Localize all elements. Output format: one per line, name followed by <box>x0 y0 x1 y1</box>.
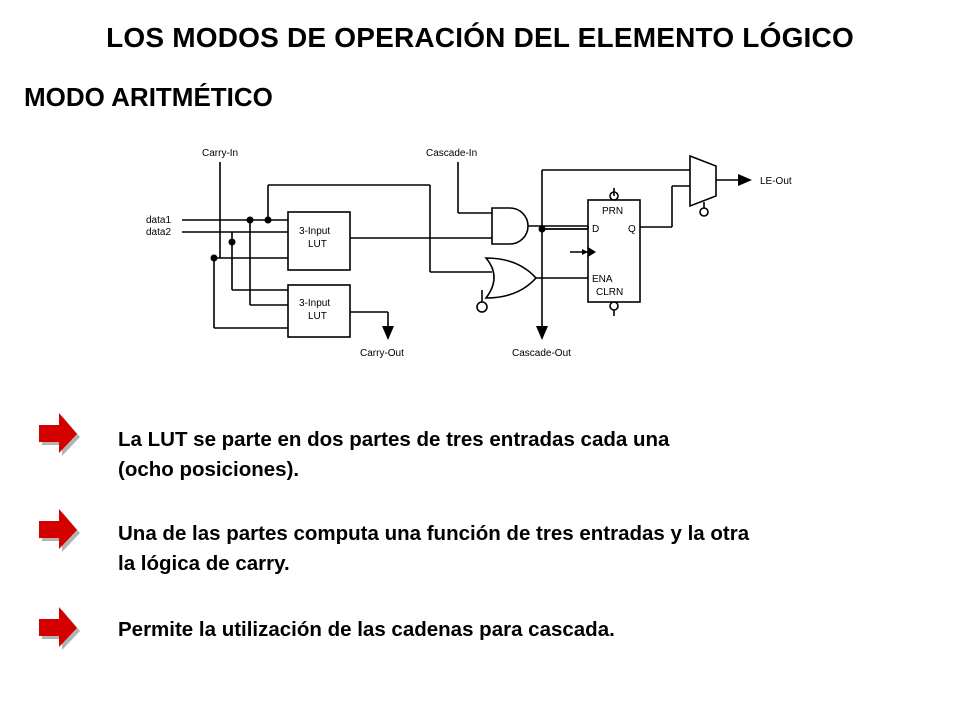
lut-top-box <box>287 211 351 271</box>
ff-q-label: Q <box>628 224 636 235</box>
lut-top-label-line2: LUT <box>308 239 327 250</box>
data2-label: data2 <box>146 227 171 238</box>
ff-clrn-label: CLRN <box>596 287 623 298</box>
lut-bottom-label-line1: 3-Input <box>299 298 330 309</box>
ff-ena-label: ENA <box>592 274 613 285</box>
and-gate <box>491 207 529 245</box>
or-gate <box>484 257 538 299</box>
ff-d-label: D <box>592 224 599 235</box>
output-mux <box>689 154 717 208</box>
carry-in-label: Carry-In <box>202 148 238 159</box>
ff-prn-label: PRN <box>602 206 623 217</box>
bullet-1-line-2: (ocho posiciones). <box>118 458 300 481</box>
le-out-arrow <box>738 174 752 186</box>
cascade-in-label: Cascade-In <box>426 148 477 159</box>
carry-out-label: Carry-Out <box>360 348 404 359</box>
data1-label: data1 <box>146 215 171 226</box>
le-out-label: LE-Out <box>760 176 792 187</box>
carry-out-arrow <box>382 326 394 340</box>
slide-subtitle: MODO ARITMÉTICO <box>24 82 273 112</box>
bullet-text-3: Permite la utilización de las cadenas pa… <box>118 615 948 645</box>
bullet-2-line-2: la lógica de carry. <box>118 552 290 575</box>
cascade-out-label: Cascade-Out <box>512 348 571 359</box>
bullet-text-1: La LUT se parte en dos partes de tres en… <box>118 425 948 485</box>
logic-element-diagram: Carry-In Cascade-In LE-Out data1 data2 3… <box>146 148 792 359</box>
cascade-out-arrow <box>536 326 548 340</box>
lut-top-label-line1: 3-Input <box>299 226 330 237</box>
bullet-2-line-1: Una de las partes computa una función de… <box>118 522 750 545</box>
red-arrow-icon <box>39 413 80 456</box>
red-arrow-icon <box>39 509 80 552</box>
lut-bottom-box <box>287 284 351 338</box>
slide-title: LOS MODOS DE OPERACIÓN DEL ELEMENTO LÓGI… <box>106 22 854 53</box>
bullet-3-line-1: Permite la utilización de las cadenas pa… <box>118 618 615 641</box>
red-arrow-icon <box>39 607 80 650</box>
lut-bottom-label-line2: LUT <box>308 311 327 322</box>
bullet-text-2: Una de las partes computa una función de… <box>118 519 948 579</box>
bullet-1-line-1: La LUT se parte en dos partes de tres en… <box>118 428 670 451</box>
